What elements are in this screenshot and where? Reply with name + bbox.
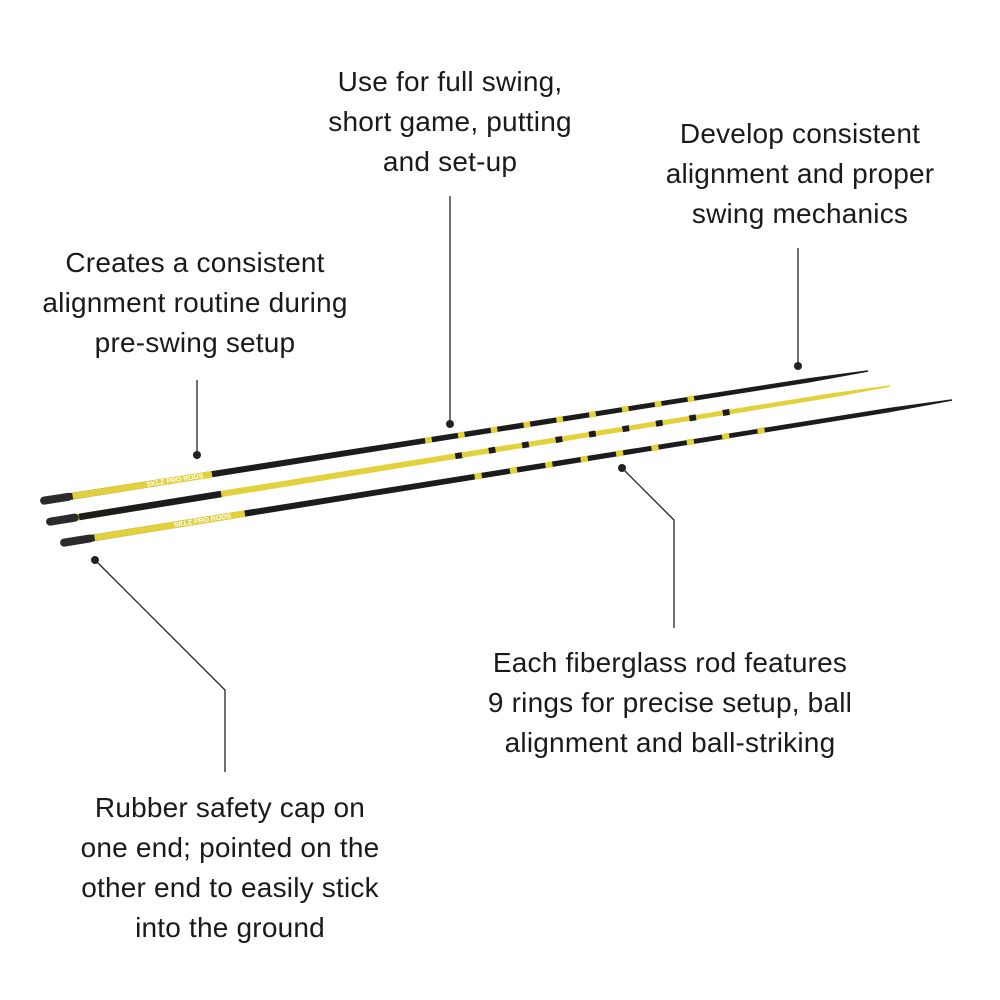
leader-lines [91,196,802,772]
callout-mechanics-line: alignment and proper [665,158,935,189]
rod-ring [523,421,531,429]
rod-ring [721,432,730,440]
leader-safety-cap [94,559,226,772]
rod-ring [757,427,766,435]
rod-ring [454,452,463,460]
rod-ring [490,426,498,434]
leader-routine-dot [193,451,201,459]
callout-safety-cap-line: Rubber safety cap on [94,792,366,823]
callout-rings: Each fiberglass rod features 9 rings for… [450,643,890,763]
callout-routine: Creates a consistent alignment routine d… [10,243,380,363]
callout-rings-line: 9 rings for precise setup, ball [487,687,853,718]
callout-mechanics-line: Develop consistent [679,118,921,149]
callout-rings-line: Each fiberglass rod features [492,647,848,678]
rod-ring [544,461,553,469]
rod-ring [588,410,597,418]
rod-brand-label: SKLZ PRO RODS [146,473,204,489]
leader-mechanics-dot [794,362,802,370]
rod-ring [588,430,597,438]
rod-ring [688,414,697,422]
rod-safety-cap [60,534,95,547]
rod-ring [555,416,564,423]
rod-ring [621,405,630,413]
rod-ring [615,449,624,457]
rod-ring [555,435,563,443]
rod-brand-band [93,510,246,541]
rod-ring [488,446,496,454]
rod-ring [521,441,530,449]
rod-brand-label: SKLZ PRO RODS [154,493,212,509]
rod-ring [654,400,662,408]
callout-mechanics: Develop consistent alignment and proper … [630,114,970,234]
leader-rings-dot [618,464,626,472]
leader-safety-cap-dot [91,556,99,564]
callout-rings-line: alignment and ball-striking [504,727,836,758]
rods-group: SKLZ PRO RODS SKLZ PRO RODS SKLZ PRO RODS [40,370,953,547]
rod-ring [622,425,630,433]
callout-safety-cap-line: one end; pointed on the [80,832,380,863]
rod-shaft [53,385,891,525]
callout-safety-cap: Rubber safety cap on one end; pointed on… [30,788,430,948]
rod-safety-cap [40,492,73,505]
rod-shaft [47,370,869,504]
rod-ring [424,436,433,444]
callout-routine-line: Creates a consistent [65,247,325,278]
callout-usage-line: and set-up [382,146,518,177]
rod-safety-cap [46,513,79,526]
rod-ring [509,466,518,474]
callout-usage: Use for full swing, short game, putting … [300,62,600,182]
callout-routine-line: alignment routine during [42,287,348,318]
callout-routine-line: pre-swing setup [94,327,296,358]
callout-usage-line: short game, putting [328,106,572,137]
leader-rings [621,467,675,628]
rod-brand-band [72,470,213,500]
rod-shaft [67,399,953,546]
callout-mechanics-line: swing mechanics [691,198,909,229]
rod-ring [655,419,664,427]
rod-ring [474,472,483,480]
leader-usage-dot [446,420,454,428]
rod-ring [722,408,730,416]
callout-usage-line: Use for full swing, [337,66,563,97]
rod-ring [686,438,695,446]
rod-ring [687,395,695,403]
rod-brand-label: SKLZ PRO RODS [174,513,232,529]
rod-ring [457,431,466,439]
rod-ring [650,444,659,452]
callout-safety-cap-line: into the ground [135,912,325,943]
rod-ring [580,455,589,463]
rod-brand-band [78,490,222,521]
callout-safety-cap-line: other end to easily stick [81,872,379,903]
